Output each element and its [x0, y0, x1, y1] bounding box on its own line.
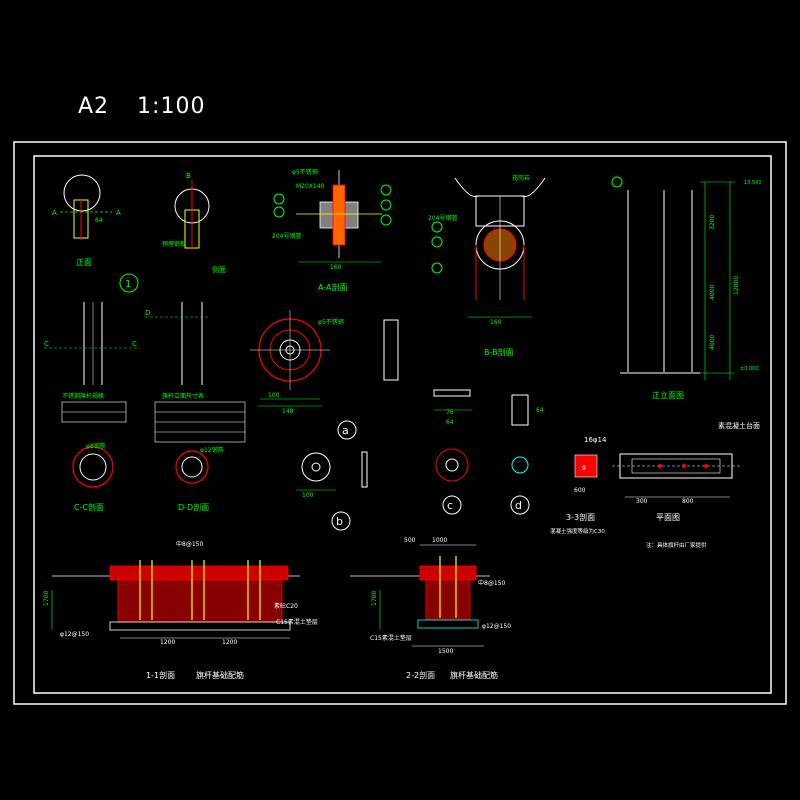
pole-detail-left: C C 不锈钢旗杆规格: [44, 302, 140, 423]
elev-top: 13.500: [744, 180, 762, 186]
aa-dim-160: 160: [330, 264, 342, 271]
plan-dim-800: 800: [682, 498, 694, 505]
dim-3200: 3200: [709, 215, 716, 230]
title-main-elevation: 正立面图: [652, 390, 684, 400]
title-section-cc: C-C剖面: [74, 502, 104, 512]
section-dd-view: φ12钢筋 D-D剖面: [175, 446, 224, 512]
aa-pipe-note: 204号钢管: [272, 232, 301, 240]
marker-1-label: 1: [125, 279, 131, 290]
sheet-header: A2 1:100: [78, 94, 225, 119]
marker-a: a: [342, 424, 349, 437]
side-elevation-view: B 预埋钢板 侧面: [162, 172, 226, 274]
title-section-22: 2-2剖面: [406, 670, 435, 680]
detail-b-view: 100 b: [296, 451, 368, 531]
title-foundation-11: 旗杆基础配筋: [196, 670, 244, 680]
section-cc-view: φ8钢筋 C-C剖面: [72, 442, 114, 512]
section-mark-a-right: A: [116, 209, 121, 217]
22-dim-1000: 1000: [432, 537, 447, 544]
plan-hint: 注：具体旗杆由厂家提供: [646, 541, 707, 549]
bb-pipe-note: 204号钢管: [428, 214, 457, 222]
11-dim-1200: 1200: [160, 639, 175, 646]
b-dim-100: 100: [302, 492, 314, 499]
detail-c-view: 76 64 c: [433, 389, 472, 515]
22-c15-note: C15素混土垫层: [370, 634, 412, 642]
dd-ring-note: φ12钢筋: [200, 446, 224, 454]
table-title-2: 旗杆立面尺寸表: [162, 392, 204, 400]
title-section-aa: A-A剖面: [318, 282, 347, 292]
22-dim-1500: 1500: [438, 648, 453, 655]
dim-4000-b: 4000: [709, 335, 716, 350]
side-note: 预埋钢板: [162, 240, 186, 248]
sheet-size: A2: [78, 94, 110, 119]
33-dim-9: 9: [582, 465, 586, 472]
marker-1: 1: [119, 273, 139, 293]
a-bolt-note: φ5不锈钢: [318, 318, 344, 326]
table-title-1: 不锈钢旗杆规格: [62, 392, 104, 400]
title-section-dd: D-D剖面: [178, 502, 209, 512]
mark-d-left: D: [145, 309, 150, 317]
elev-mid: ±0.000: [740, 366, 759, 372]
22-dim-1700: 1700: [371, 591, 378, 606]
title-plan: 平面图: [656, 513, 680, 522]
dim-front-64: 64: [95, 217, 103, 224]
33-rebar-note: 16φ14: [584, 436, 607, 444]
detail-a-view: 100 148 φ5不锈钢 a: [250, 310, 399, 440]
11-c15-note: C15素混土垫层: [276, 618, 318, 626]
outer-frame: [13, 141, 787, 705]
plan-view: 素混凝土台面 300 800 平面图 注：具体旗杆由厂家提供: [612, 421, 760, 549]
d-dim-64: 64: [536, 407, 544, 414]
section-bb-view: 204号钢管 花岗岩 160 B-B剖面: [428, 174, 546, 357]
33-hint: 混凝土强度等级为C30: [550, 527, 605, 535]
pole-detail-right: D 旗杆立面尺寸表: [145, 302, 246, 443]
front-elevation-view: A A 64 正面: [52, 174, 121, 267]
11-dim-1700: 1700: [43, 591, 50, 606]
detail-d-view: 64 d: [510, 394, 544, 515]
marker-c: c: [447, 499, 453, 512]
mark-c-right: C: [132, 340, 137, 348]
bb-stone-note: 花岗岩: [512, 174, 530, 182]
title-front-elevation: 正面: [76, 258, 92, 267]
section-33-view: 9 16φ14 600 3-3剖面 混凝土强度等级为C30: [550, 436, 607, 535]
c-dim-76: 76: [446, 409, 454, 416]
plan-note: 素混凝土台面: [718, 421, 760, 430]
22-grid2-note: φ12@150: [482, 623, 511, 630]
22-grid-note: 中8@150: [478, 579, 505, 587]
marker-d: d: [515, 499, 522, 512]
main-elevation-view: 13.500 ±0.000 3200 4000 4000 12800 正立面图: [611, 176, 762, 400]
aa-bolt-note: φ5不锈钢: [292, 168, 318, 176]
marker-b: b: [336, 515, 343, 528]
mark-c-left: C: [44, 340, 49, 348]
aa-plate-note: M20X140: [296, 183, 325, 190]
cc-ring-note: φ8钢筋: [86, 442, 106, 450]
section-mark-a-left: A: [52, 209, 57, 217]
plan-dim-300: 300: [636, 498, 648, 505]
a-dim-148: 148: [282, 408, 294, 415]
title-section-11: 1-1剖面: [146, 670, 175, 680]
title-section-33: 3-3剖面: [566, 512, 595, 522]
inner-frame: [33, 155, 772, 694]
33-dim-600: 600: [574, 487, 586, 494]
a-dim-100: 100: [268, 392, 280, 399]
title-side-elevation: 侧面: [212, 265, 226, 274]
11-dim-1200-b: 1200: [222, 639, 237, 646]
section-11-view: 1700 1200 1200 素砼C20 C15素混土垫层 中8@150 φ12…: [43, 540, 318, 680]
title-foundation-22: 旗杆基础配筋: [450, 670, 498, 680]
bb-dim-160: 160: [490, 319, 502, 326]
section-aa-view: M20X140 φ5不锈钢 204号钢管 160 A-A剖面: [272, 168, 392, 292]
title-section-bb: B-B剖面: [484, 347, 514, 357]
sheet-scale: 1:100: [137, 94, 206, 119]
11-grid2-note: φ12@150: [60, 631, 89, 638]
11-grid-note: 中8@150: [176, 540, 203, 548]
dim-4000: 4000: [709, 285, 716, 300]
11-c20-note: 素砼C20: [274, 602, 298, 610]
section-mark-b: B: [186, 172, 191, 180]
22-dim-500: 500: [404, 537, 416, 544]
c-dim-64: 64: [446, 419, 454, 426]
dim-12800: 12800: [733, 276, 740, 295]
section-22-view: 1000 500 1700 1500 中8@150 C15素混土垫层 φ12@1…: [350, 537, 511, 680]
